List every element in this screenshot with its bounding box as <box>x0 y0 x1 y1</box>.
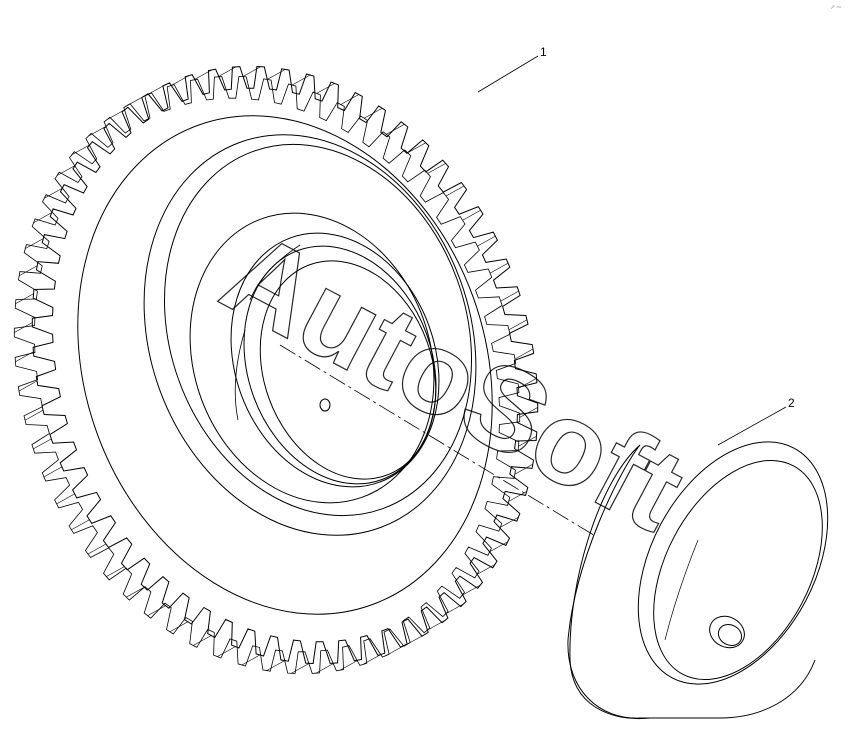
gear-hub-face <box>143 134 477 536</box>
gear-tooth-line <box>25 238 44 249</box>
leader-line-2 <box>717 406 787 446</box>
gear-tooth-line <box>518 435 537 447</box>
gear-tooth-line <box>24 409 44 421</box>
callout-1: 1 <box>477 45 547 93</box>
bushing-oil-hole <box>709 615 745 649</box>
gear-tooth-line <box>407 142 426 154</box>
gear-tooth-line <box>477 235 496 247</box>
gear-tooth-line <box>148 84 167 95</box>
gear-part[interactable] <box>10 57 560 674</box>
callout-number-1: 1 <box>540 45 547 59</box>
gear-tooth-line <box>19 265 38 276</box>
watermark: AutoSoft <box>203 206 705 556</box>
gear-tooth-line <box>426 620 446 631</box>
gear-tooth-line <box>193 635 212 646</box>
gear-tooth-line <box>126 586 145 598</box>
gear-tooth-line <box>519 407 538 418</box>
gear-tooth-line <box>217 66 237 78</box>
gear-tooth-line <box>15 351 34 362</box>
gear-tooth-line <box>514 464 533 475</box>
gear-tooth-line <box>43 466 63 478</box>
gear-tooth-line <box>56 493 75 505</box>
gear-tooth-line <box>518 378 537 389</box>
corner-mark: ↗ ═ <box>830 5 842 11</box>
gear-tooth-line <box>106 566 125 577</box>
gear-tooth-line <box>71 519 90 530</box>
gear-tooth-line <box>266 660 285 671</box>
gear-tooth-line <box>406 634 426 645</box>
gear-tooth-line <box>242 66 261 77</box>
gear-tooth-line <box>88 125 107 137</box>
gear-tooth-line <box>339 659 359 671</box>
gear-oil-hole <box>319 398 331 412</box>
gear-tooth-line <box>87 543 107 555</box>
gear-tooth-line <box>462 210 481 221</box>
bushing-part[interactable] <box>567 410 848 720</box>
gear-tooth-line <box>500 290 519 302</box>
gear-tooth-line <box>385 645 404 656</box>
gear-tooth-line <box>489 541 508 553</box>
gear-tooth-line <box>476 564 496 575</box>
gear-bore-ring-mid <box>243 245 437 485</box>
gear-bore-ring-outer <box>230 232 440 488</box>
gear-tooth-line <box>217 646 236 657</box>
gear-tooth-line <box>193 69 213 81</box>
gear-tooth-line <box>292 74 311 86</box>
gear-tooth-line <box>315 662 335 674</box>
gear-tooth-line <box>461 585 481 596</box>
gear-tooth-line <box>508 319 528 331</box>
gear-tooth-line <box>106 109 126 120</box>
gear-tooth-line <box>291 663 310 674</box>
bushing-far-rim <box>637 441 829 685</box>
gear-tooth-line <box>56 165 76 176</box>
callout-number-2: 2 <box>788 396 795 410</box>
gear-tooth-line <box>44 187 63 199</box>
gear-hub-step <box>189 212 435 504</box>
gear-tooth-line <box>316 83 335 94</box>
gear-tooth-line <box>363 107 383 119</box>
gear-tooth-line <box>427 163 446 174</box>
gear-tooth-line <box>363 654 382 665</box>
gear-tooth-line <box>169 621 189 633</box>
gear-teeth <box>31 65 539 665</box>
bushing-oil-hole-inner <box>717 624 743 646</box>
gear-bore-depth-2 <box>234 329 246 421</box>
gear-bore-depth <box>249 244 301 301</box>
gear-bore <box>259 260 437 480</box>
gear-tooth-line <box>340 94 359 105</box>
gear-tooth-line <box>15 293 34 305</box>
gear-tooth-line <box>386 124 405 135</box>
gear-tooth-line <box>445 185 465 197</box>
gear-tooth-line <box>489 262 509 274</box>
gear-tooth-lines <box>14 66 538 674</box>
gear-tooth-line <box>147 605 166 616</box>
callout-2: 2 <box>717 396 795 446</box>
bushing-inner-line <box>664 539 699 641</box>
bushing-near-edge <box>569 444 651 720</box>
gear-tooth-line <box>14 322 33 333</box>
gear-tooth-line <box>33 212 52 223</box>
gear-teeth-back <box>13 76 521 674</box>
gear-tooth-line <box>241 654 260 666</box>
gear-tooth-line <box>18 380 38 392</box>
gear-tooth-line <box>33 438 52 450</box>
gear-tooth-line <box>126 95 146 106</box>
gear-tooth-line <box>267 69 286 80</box>
gear-tooth-line <box>445 603 464 615</box>
gear-tooth-line <box>71 144 91 155</box>
leader-line-1 <box>477 55 539 93</box>
gear-hub-face-inner <box>163 143 473 517</box>
gear-tooth-line <box>514 348 534 360</box>
gear-tooth-line <box>500 517 519 528</box>
bushing-far-rim-inner <box>653 459 823 681</box>
gear-root-circle <box>77 115 493 615</box>
gear-tooth-line <box>170 75 189 86</box>
